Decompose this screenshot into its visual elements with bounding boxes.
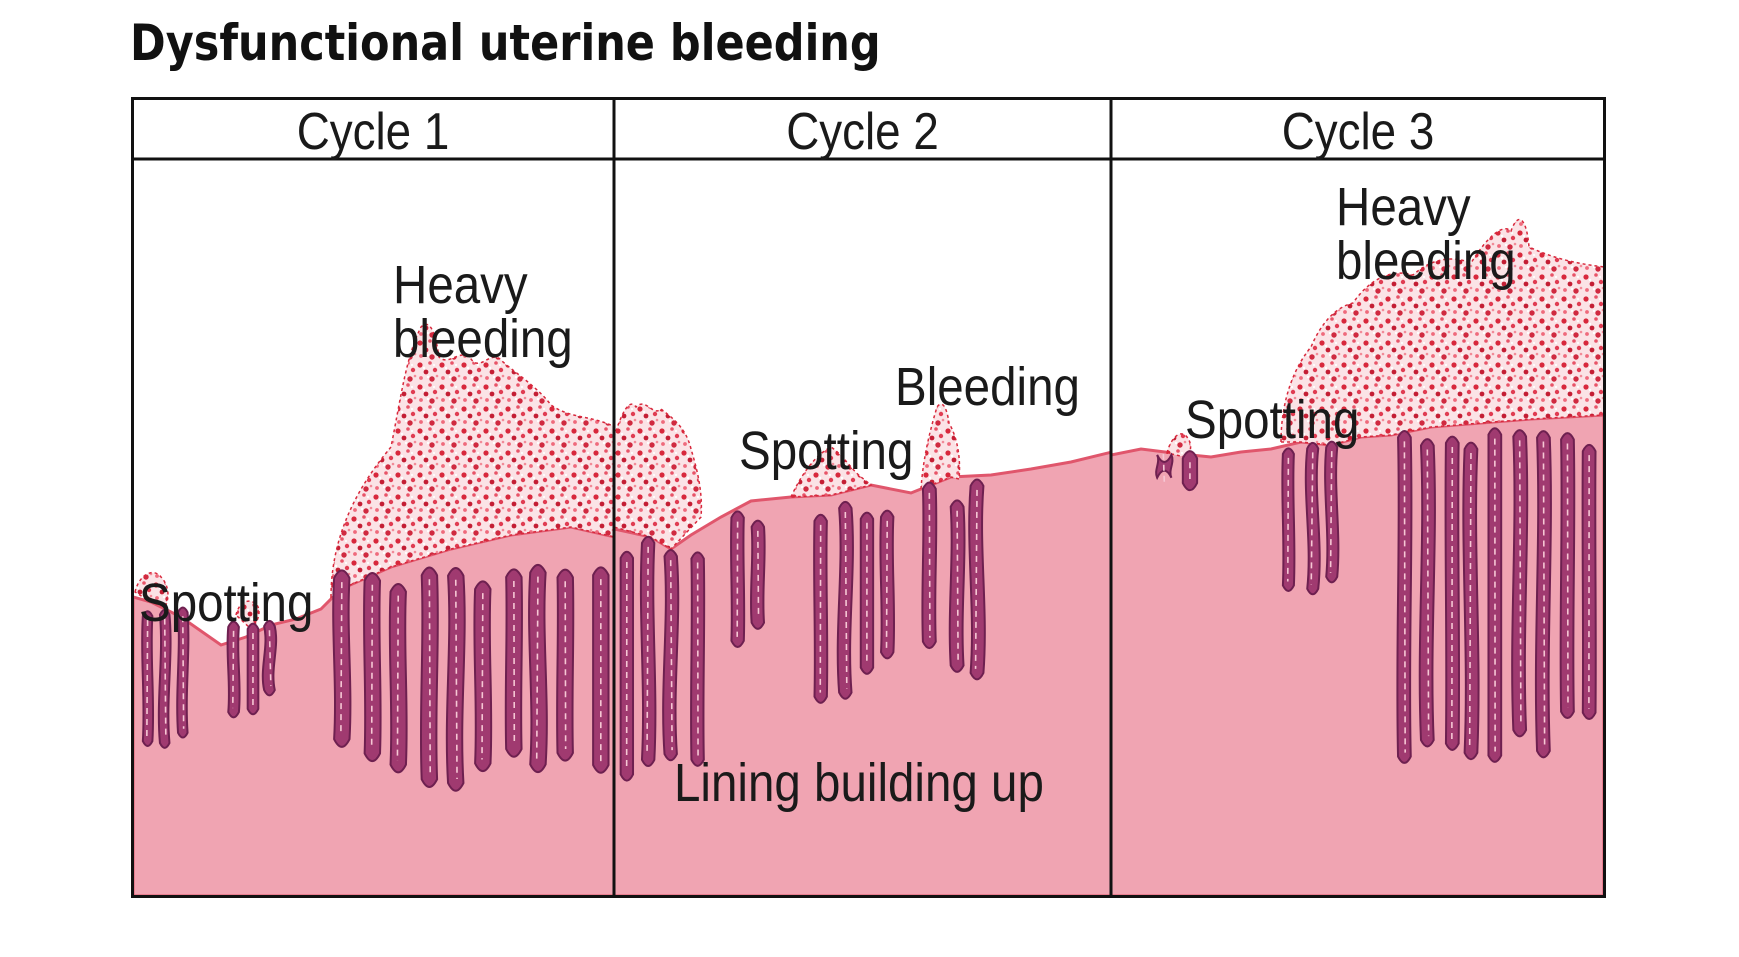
- gland-lumen: [340, 582, 343, 736]
- gland-lumen: [646, 546, 649, 756]
- cycle-1-spotting-label: Spotting: [139, 573, 314, 633]
- gland: [921, 481, 938, 650]
- cycle-3-label: Cycle 3: [1281, 103, 1435, 161]
- cycle-3-spotting-label: Spotting: [1185, 390, 1360, 450]
- gland-lumen: [1329, 451, 1333, 573]
- gland: [332, 569, 352, 748]
- gland: [556, 568, 575, 762]
- diagram-title: Dysfunctional uterine bleeding: [130, 14, 881, 72]
- gland-lumen: [163, 618, 167, 740]
- gland-lumen: [146, 620, 149, 738]
- cycle-2-heavy-cluster: [614, 403, 703, 550]
- gland: [749, 519, 766, 630]
- gland-lumen: [370, 584, 374, 750]
- gland-lumen: [1286, 457, 1290, 582]
- gland-lumen: [1310, 452, 1314, 585]
- cycle-1-heavy-bleeding-cluster: [330, 323, 615, 599]
- gland: [879, 509, 896, 660]
- gland-lumen: [1468, 453, 1472, 749]
- cycle-3-heavy-bleeding-label-line2: bleeding: [1336, 231, 1516, 291]
- gland-lumen: [669, 560, 673, 751]
- gland: [662, 549, 680, 762]
- cycle-1-heavy-bleeding-label-line1: Heavy: [393, 255, 528, 315]
- cycle-1-spotting-cluster-a: [134, 571, 169, 608]
- gland-lumen: [956, 510, 959, 662]
- outer-border: [131, 97, 1606, 898]
- gland-lumen: [1403, 441, 1406, 753]
- cycle-2-bleeding-label: Bleeding: [895, 357, 1080, 417]
- diagram-frame: Cycle 1 Cycle 2 Cycle 3 Spotting Heavy b…: [131, 97, 1606, 898]
- gland-lumen: [535, 576, 539, 761]
- gland-lumen: [1518, 440, 1522, 727]
- gland-lumen: [1426, 449, 1430, 737]
- uterine-glands: [141, 427, 1597, 792]
- gland-lumen: [268, 630, 272, 687]
- gland-lumen: [454, 579, 458, 780]
- cycle-1-heavy-bleeding-label-line2: bleeding: [393, 309, 573, 369]
- cycle-2-bleeding-cluster: [920, 403, 961, 491]
- gland-lumen: [844, 512, 848, 689]
- gland: [473, 580, 493, 773]
- cycle-3-heavy-bleeding-label-line1: Heavy: [1336, 177, 1471, 237]
- gland: [1534, 430, 1552, 759]
- gland-lumen: [231, 630, 235, 709]
- gland-lumen: [396, 595, 400, 761]
- gland-lumen: [757, 530, 760, 619]
- gland-lumen: [181, 616, 185, 729]
- gland-lumen: [481, 593, 484, 760]
- gland: [1511, 429, 1529, 738]
- gland-lumen: [928, 492, 931, 638]
- gland: [1181, 450, 1199, 492]
- gland-lumen: [1542, 441, 1546, 747]
- cycle-3-heavy-cluster: [1280, 218, 1604, 446]
- gland: [1281, 447, 1296, 592]
- gland: [419, 566, 439, 788]
- gland-lumen: [1162, 450, 1166, 482]
- gland: [690, 551, 706, 767]
- cycle-2-spotting-cluster: [789, 446, 873, 498]
- gland: [948, 499, 966, 673]
- cycle-2-spotting-label: Spotting: [739, 421, 914, 481]
- cycle-1-label: Cycle 1: [296, 103, 450, 161]
- lining-building-up-label: Lining building up: [674, 753, 1044, 813]
- gland-lumen: [1566, 443, 1569, 708]
- endometrium-illustration: [131, 97, 1606, 898]
- cycle-2-label: Cycle 2: [786, 103, 939, 161]
- gland: [813, 513, 829, 704]
- gland-lumen: [974, 489, 978, 669]
